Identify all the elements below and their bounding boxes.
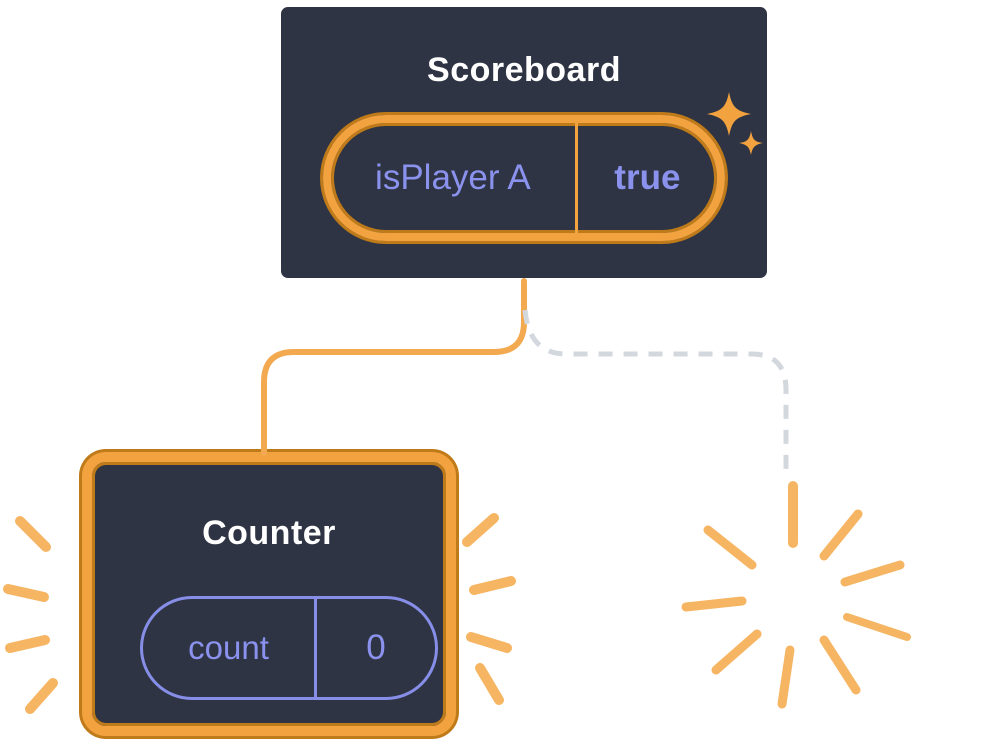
dashed-connector-line <box>522 309 789 472</box>
scoreboard-state-value: true <box>614 158 681 197</box>
pill-divider <box>574 123 578 233</box>
scoreboard-state-pill: isPlayer A true <box>323 115 725 241</box>
counter-state-pill: count 0 <box>140 596 438 700</box>
burst-icon <box>681 481 911 709</box>
pill-divider <box>314 599 318 697</box>
left-emphasis-rays-icon <box>3 516 58 714</box>
counter-state-key: count <box>188 629 269 666</box>
counter-title: Counter <box>202 514 336 552</box>
scoreboard-title: Scoreboard <box>427 51 621 89</box>
counter-state-value: 0 <box>366 628 386 667</box>
scoreboard-component-box: Scoreboard isPlayer A true <box>278 4 770 281</box>
right-emphasis-rays-icon <box>462 513 516 705</box>
solid-connector-line <box>261 278 527 456</box>
scoreboard-state-key: isPlayer A <box>375 158 531 197</box>
counter-component-box: Counter count 0 <box>82 452 456 736</box>
